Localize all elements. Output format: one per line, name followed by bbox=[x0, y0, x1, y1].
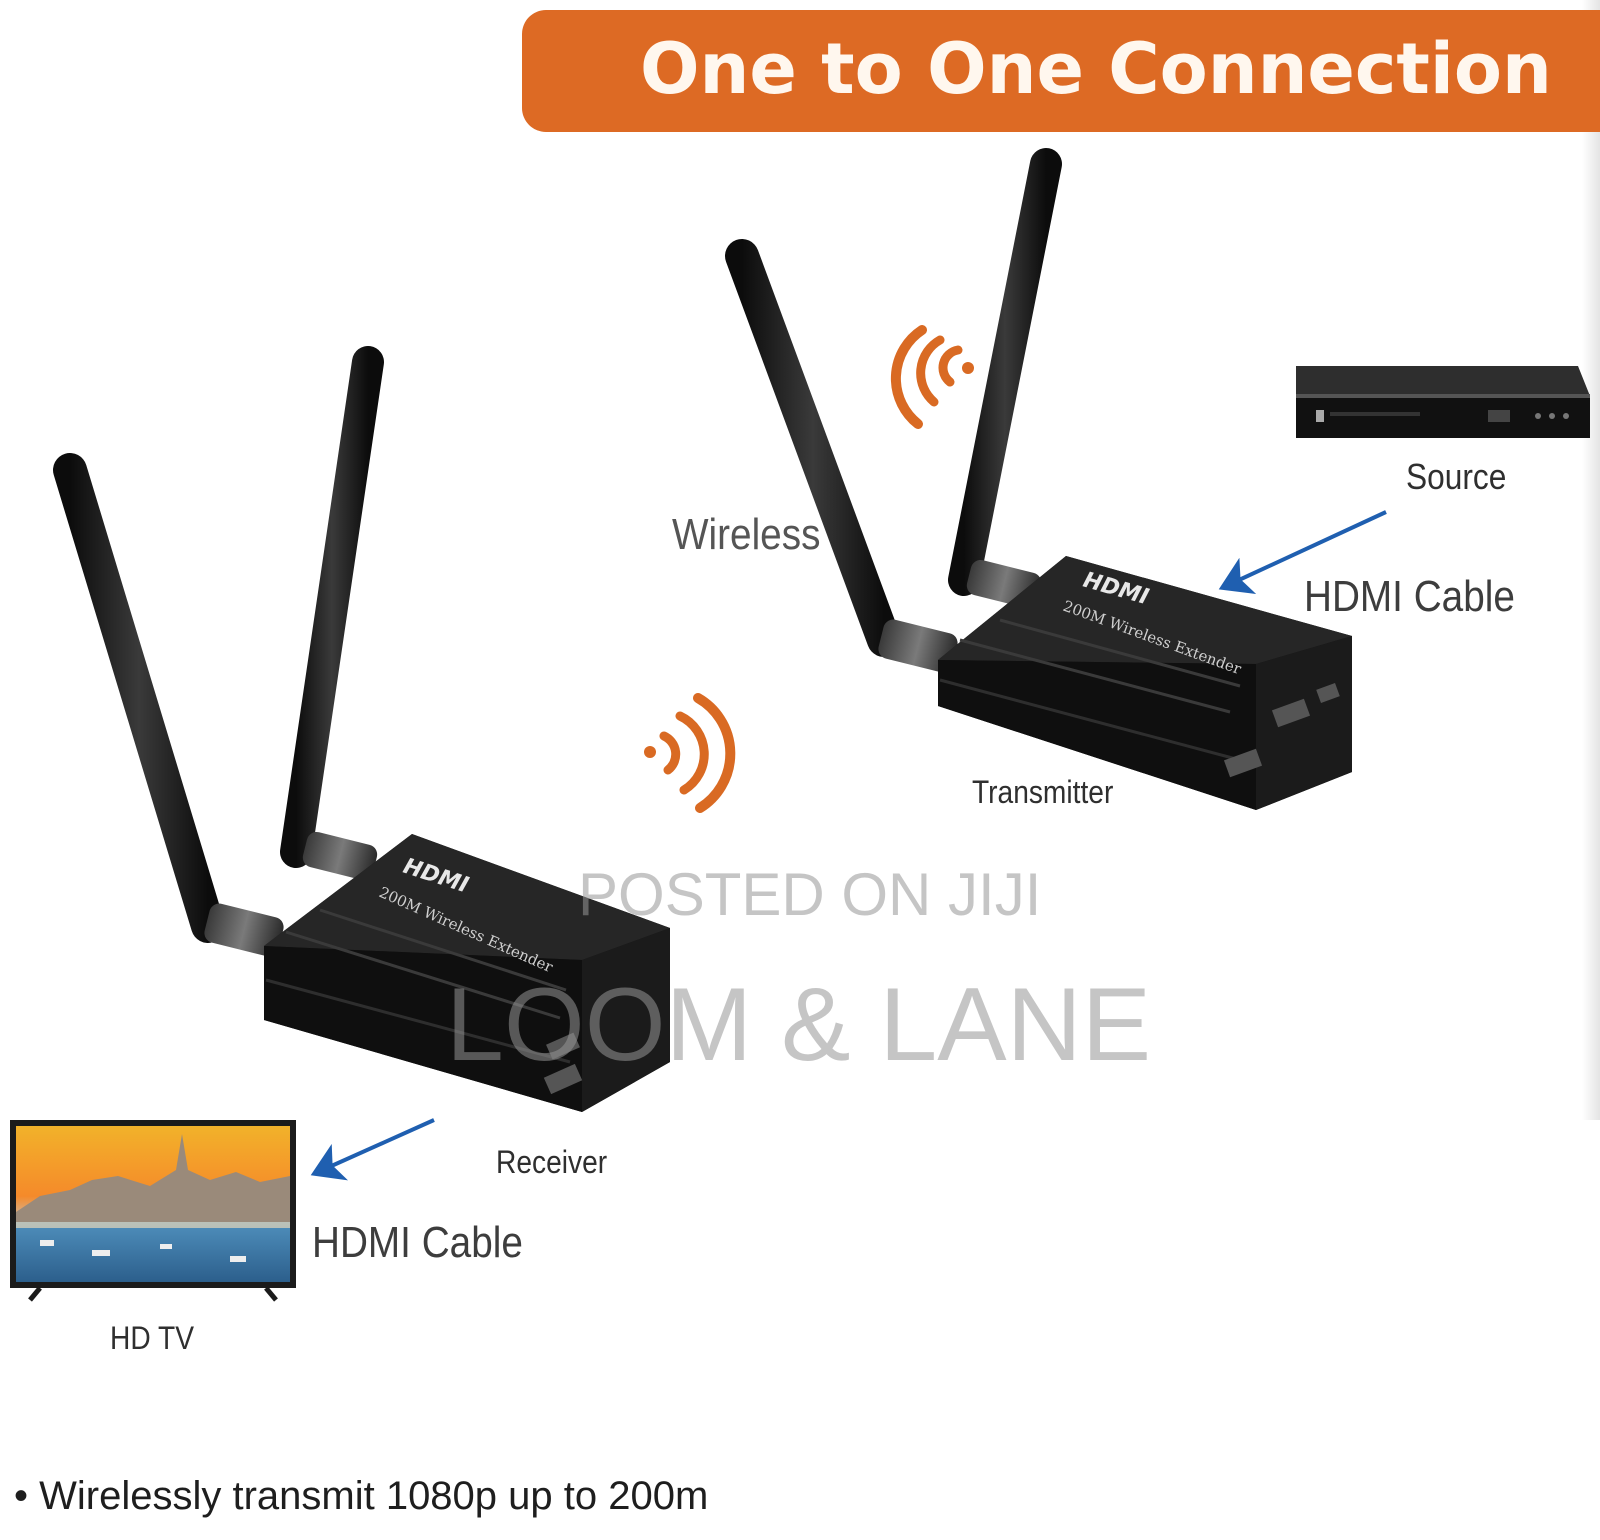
hdmi-arrow-bottom bbox=[310, 1118, 435, 1181]
label-hd-tv: HD TV bbox=[110, 1320, 194, 1356]
label-hdmi-cable-bottom: HDMI Cable bbox=[312, 1218, 523, 1267]
label-source: Source bbox=[1406, 456, 1507, 497]
feature-bullet: • Wirelessly transmit 1080p up to 200m bbox=[14, 1474, 709, 1518]
label-transmitter: Transmitter bbox=[972, 774, 1114, 810]
receiver-device: HDMI 200M Wireless Extender bbox=[53, 346, 670, 1112]
wireless-signal-top-icon bbox=[890, 325, 974, 429]
wireless-signal-middle-icon bbox=[644, 693, 736, 813]
source-player-icon bbox=[1296, 366, 1590, 438]
title-banner bbox=[522, 10, 1600, 132]
label-receiver: Receiver bbox=[496, 1144, 608, 1180]
banner-title: One to One Connection bbox=[640, 28, 1552, 110]
transmitter-device: HDMI 200M Wireless Extender bbox=[725, 148, 1352, 810]
hdmi-arrow-top bbox=[1218, 510, 1387, 595]
watermark-line2: LOOM & LANE bbox=[446, 967, 1152, 1083]
label-wireless: Wireless bbox=[672, 510, 821, 559]
watermark-line1: POSTED ON JIJI bbox=[578, 861, 1042, 928]
hd-tv-icon bbox=[10, 1120, 296, 1302]
label-hdmi-cable-top: HDMI Cable bbox=[1304, 572, 1515, 621]
right-edge-shadow bbox=[1582, 0, 1600, 1120]
